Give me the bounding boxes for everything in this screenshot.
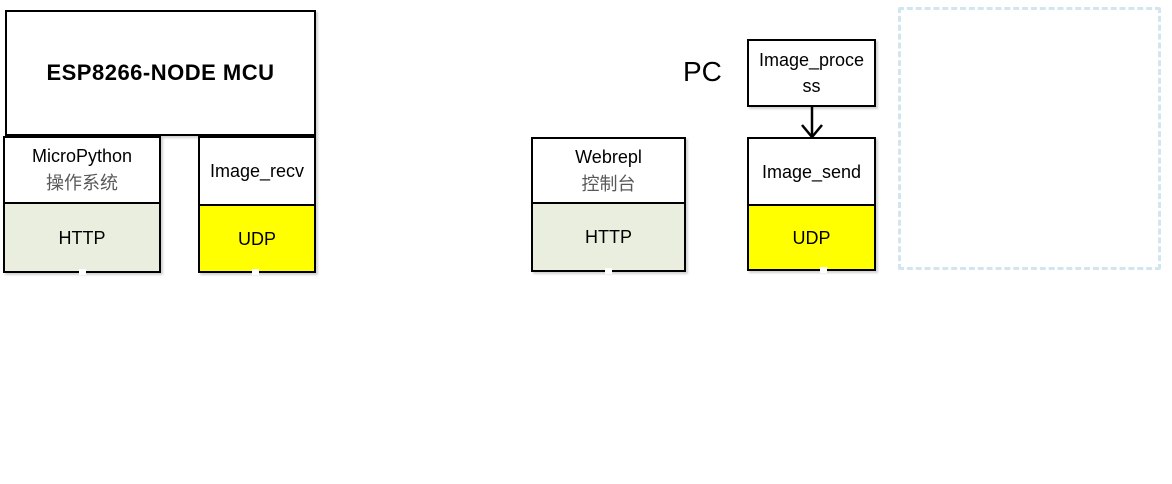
image-send-label: Image_send — [761, 161, 862, 182]
placeholder-dashed-box — [898, 7, 1161, 270]
pc-label: PC — [683, 56, 722, 87]
micropython-label: MicroPython — [31, 146, 133, 166]
pc-udp-label: UDP — [792, 227, 831, 248]
micropython-os-box: MicroPython 操作系统 — [5, 138, 159, 204]
image-process-label-line2: ss — [802, 76, 821, 96]
os-chinese-label: 操作系统 — [46, 173, 118, 193]
image-send-udp-stack: Image_send UDP — [747, 137, 876, 271]
mcu-http-box: HTTP — [5, 204, 159, 271]
image-process-label-line1: Image_proce — [758, 50, 865, 70]
webrepl-label: Webrepl — [575, 146, 642, 167]
micropython-http-stack: MicroPython 操作系统 HTTP — [3, 136, 161, 273]
console-chinese-label: 控制台 — [581, 173, 636, 194]
webrepl-http-stack: Webrepl 控制台 HTTP — [531, 137, 686, 272]
pc-http-box: HTTP — [533, 204, 684, 270]
border-notch — [605, 268, 612, 274]
image-recv-udp-stack: Image_recv UDP — [198, 136, 316, 273]
image-recv-label: Image_recv — [209, 161, 305, 181]
mcu-udp-box: UDP — [200, 206, 314, 271]
pc-udp-box: UDP — [749, 206, 874, 269]
border-notch — [79, 269, 86, 275]
image-process-box: Image_proce ss — [747, 39, 876, 107]
esp8266-mcu-box: ESP8266-NODE MCU — [5, 10, 316, 136]
esp8266-mcu-title: ESP8266-NODE MCU — [46, 60, 275, 85]
border-notch — [252, 269, 259, 275]
down-arrow-icon — [801, 105, 823, 139]
mcu-http-label: HTTP — [58, 227, 106, 248]
image-send-box: Image_send — [749, 139, 874, 206]
pc-http-label: HTTP — [585, 227, 632, 247]
border-notch — [820, 267, 827, 273]
image-recv-box: Image_recv — [200, 138, 314, 206]
webrepl-console-box: Webrepl 控制台 — [533, 139, 684, 204]
mcu-udp-label: UDP — [237, 228, 276, 249]
